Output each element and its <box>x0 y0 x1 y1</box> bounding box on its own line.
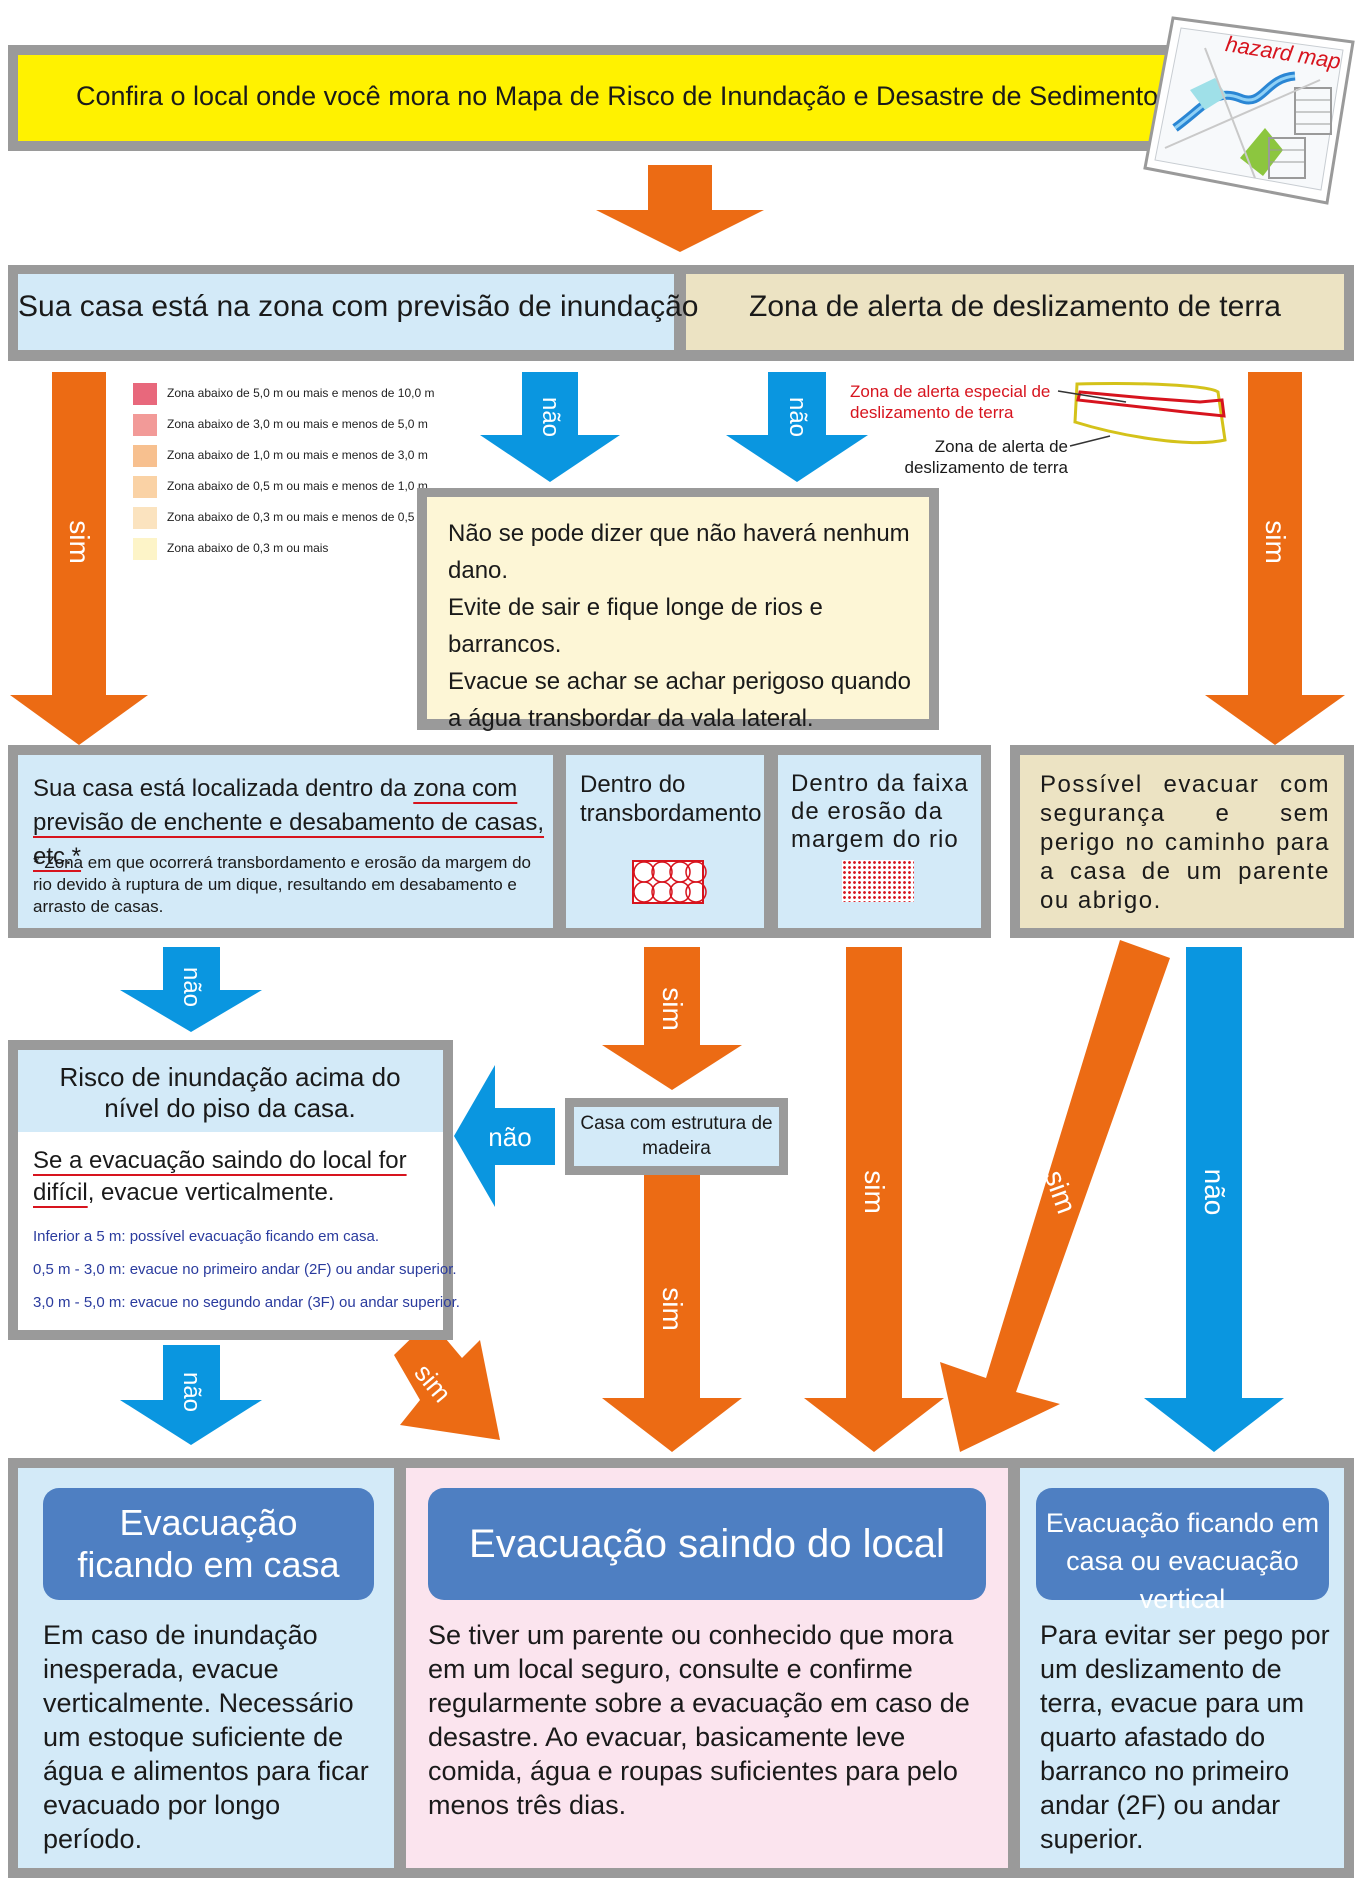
risk-box-instruction-b: , evacue verticalmente. <box>87 1179 335 1206</box>
hazard-map-icon: hazard map <box>1143 16 1355 205</box>
arrow-sim-erosion <box>804 947 944 1452</box>
risk-box-list: Inferior a 5 m: possível evacuação fican… <box>33 1220 460 1319</box>
center-note-panel <box>427 497 929 719</box>
arrow-nao-row3 <box>120 947 262 1032</box>
label-nao-5: não <box>1199 1168 1230 1216</box>
overflow-symbol <box>632 860 707 904</box>
outcome-vertical-title-text: Evacuação ficando em casa ou evacuação v… <box>1045 1508 1320 1614</box>
wood-house-text: Casa com estrutura de madeira <box>580 1113 773 1159</box>
risk-box-title: Risco de inundação acima do nível do pis… <box>59 1062 401 1123</box>
legend-text: Zona abaixo de 1,0 m ou mais e menos de … <box>167 448 428 462</box>
outcome-leave-body: Se tiver um parente ou conhecido que mor… <box>428 1620 970 1820</box>
legend-swatch <box>133 414 157 436</box>
risk-box-title-bg <box>18 1050 443 1132</box>
center-note-line3: Evacue se achar se achar perigoso quando… <box>448 668 911 732</box>
legend-text: Zona abaixo de 0,3 m ou mais e menos de … <box>167 510 428 524</box>
row2-right-panel <box>686 274 1344 350</box>
legend-swatch <box>133 445 157 467</box>
arrow-nao-flood <box>480 372 620 482</box>
row2-right-text: Zona de alerta de deslizamento de terra <box>749 290 1281 323</box>
landslide-special-label: Zona de alerta especial de deslizamento … <box>850 382 1051 422</box>
legend-swatch <box>133 383 157 405</box>
row2-left-panel <box>18 274 674 350</box>
legend-text: Zona abaixo de 0,3 m ou mais <box>167 541 329 555</box>
arrow-sim-flood <box>10 372 148 745</box>
wood-house-panel <box>574 1107 779 1166</box>
outcome-vertical-body: Para evitar ser pego por um deslizamento… <box>1040 1620 1330 1854</box>
top-box-text: Confira o local onde você mora no Mapa d… <box>76 81 1277 111</box>
risk-box-instruction-a: Se a evacuação saindo do local for difíc… <box>33 1147 407 1206</box>
outcome-vertical-title: Evacuação ficando em casa ou evacuação v… <box>1036 1488 1329 1614</box>
label-nao-3: não <box>178 966 205 1008</box>
label-sim-2: sim <box>1260 520 1291 564</box>
arrow-sim-overflow <box>602 947 742 1090</box>
center-note-line1: Não se pode dizer que não haverá nenhum … <box>448 520 910 584</box>
row3-main-text: Sua casa está localizada dentro da zona … <box>33 772 548 874</box>
risk-item-2: 0,5 m - 3,0 m: evacue no primeiro andar … <box>33 1261 457 1278</box>
risk-box-instruction: Se a evacuação saindo do local for difíc… <box>33 1145 433 1209</box>
outcome-leave-title-text: Evacuação saindo do local <box>469 1522 945 1566</box>
legend-swatch <box>133 538 157 560</box>
outcome-leave-title: Evacuação saindo do local <box>428 1488 986 1600</box>
label-sim-1: sim <box>64 520 95 564</box>
row2-left-text: Sua casa está na zona com previsão de in… <box>18 290 699 323</box>
label-sim-4: sim <box>657 1287 688 1331</box>
center-note-line2: Evite de sair e fique longe de rios e ba… <box>448 594 823 658</box>
arrow-top-down <box>596 165 764 252</box>
overflow-text: Dentro do transbordamento <box>580 771 762 827</box>
arrow-nao-risk <box>120 1345 262 1445</box>
row3-footnote: * Zona em que ocorrerá transbordamento e… <box>33 853 531 916</box>
arrow-nao-safe <box>1144 947 1284 1452</box>
erosion-symbol <box>842 860 914 902</box>
legend-text: Zona abaixo de 3,0 m ou mais e menos de … <box>167 417 428 431</box>
arrow-sim-safe <box>940 940 1170 1452</box>
erosion-text: Dentro da faixa de erosão da margem do r… <box>791 770 969 853</box>
center-note-text: Não se pode dizer que não haverá nenhum … <box>448 515 918 737</box>
safe-route-panel <box>1020 755 1344 928</box>
label-nao-4: não <box>488 1122 532 1152</box>
label-nao-2: não <box>784 396 811 438</box>
row3-main-panel <box>18 755 553 928</box>
row3-main-a: Sua casa está localizada dentro da <box>33 775 414 802</box>
risk-item-1: Inferior a 5 m: possível evacuação fican… <box>33 1228 380 1245</box>
outcome-stay-title-text: Evacuação ficando em casa <box>77 1502 340 1585</box>
legend-swatch <box>133 476 157 498</box>
arrow-nao-landslide <box>726 372 868 482</box>
label-sim-5: sim <box>859 1170 890 1214</box>
legend-swatch <box>133 507 157 529</box>
legend-text: Zona abaixo de 5,0 m ou mais e menos de … <box>167 386 435 400</box>
outcome-stay-body: Em caso de inundação inesperada, evacue … <box>43 1620 369 1854</box>
arrow-sim-landslide <box>1205 372 1345 745</box>
arrow-sim-wood <box>602 1168 742 1452</box>
arrow-sim-risk <box>394 1320 500 1440</box>
landslide-normal-label: Zona de alerta de deslizamento de terra <box>904 437 1068 477</box>
row3-main-b: zona com previsão de enchente e desabame… <box>33 775 545 870</box>
legend-text: Zona abaixo de 0,5 m ou mais e menos de … <box>167 479 428 493</box>
safe-route-text: Possível evacuar com segurança e sem per… <box>1040 771 1330 914</box>
arrow-nao-wood <box>454 1065 555 1207</box>
outcome-stay-title: Evacuação ficando em casa <box>43 1488 374 1600</box>
top-box-inner <box>18 55 1260 141</box>
risk-item-3: 3,0 m - 5,0 m: evacue no segundo andar (… <box>33 1294 460 1311</box>
label-sim-3: sim <box>657 987 688 1031</box>
label-nao-6: não <box>178 1371 205 1413</box>
label-nao-1: não <box>537 396 564 438</box>
